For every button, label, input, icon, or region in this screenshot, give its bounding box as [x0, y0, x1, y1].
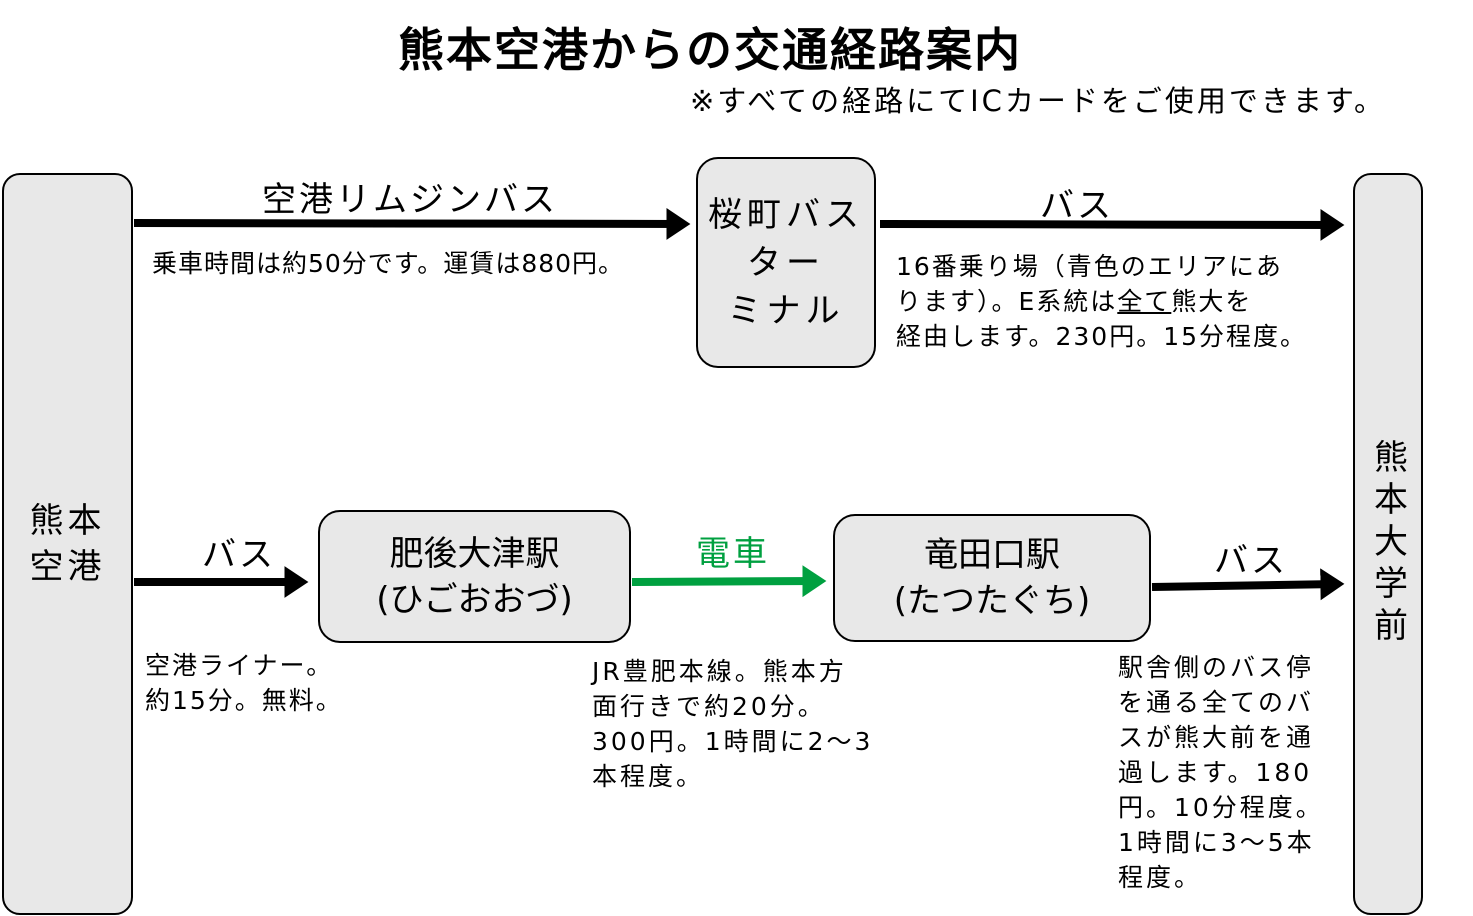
tatsutaguchi-label: 竜田口駅 (たつたぐち) [893, 535, 1091, 621]
tatsuta-bus-desc: 駅舎側のバス停 を通る全てのバ スが熊大前を通 過します。180 円。10分程度… [1118, 653, 1324, 892]
university-label: 熊本大学前 [1367, 439, 1408, 649]
node-tatsutaguchi-station: 竜田口駅 (たつたぐち) [833, 514, 1151, 642]
limousine-arrow [133, 207, 691, 240]
train-desc: JR豊肥本線。熊本方 面行きで約20分。 300円。1時間に2～3 本程度。 [592, 657, 874, 791]
liner-label: バス [202, 535, 276, 575]
limousine-label: 空港リムジンバス [262, 180, 558, 220]
ic-card-note: ※すべての経路にてICカードをご使用できます。 [690, 84, 1387, 118]
airport-label: 熊本空港 [29, 501, 106, 587]
train-arrow [631, 565, 827, 598]
node-higo-otsu-station: 肥後大津駅 (ひごおおづ) [318, 510, 631, 643]
sakura-bus-label: バス [1040, 186, 1114, 226]
tatsuta-bus-arrow [1151, 568, 1345, 601]
higo-otsu-label: 肥後大津駅 (ひごおおづ) [376, 533, 573, 620]
node-kumamoto-airport: 熊本空港 [2, 173, 133, 915]
page-title: 熊本空港からの交通経路案内 [398, 23, 1022, 77]
limousine-desc: 乗車時間は約50分です。運賃は880円。 [152, 249, 625, 278]
liner-desc: 空港ライナー。 約15分。無料。 [145, 651, 343, 715]
sakura-bus-desc: 16番乗り場（青色のエリアにあ ります）。E系統は全て熊大を 経由します。230… [896, 252, 1308, 351]
all-underlined: 全て [1117, 287, 1172, 316]
sakura-bus-arrow [879, 208, 1345, 241]
tatsuta-bus-label: バス [1214, 541, 1288, 581]
node-sakuramachi-terminal: 桜町バス ター ミナル [696, 157, 876, 368]
train-label: 電車 [696, 534, 770, 574]
node-kumamoto-university: 熊本大学前 [1353, 173, 1423, 915]
sakuramachi-label: 桜町バス ター ミナル [708, 194, 864, 331]
